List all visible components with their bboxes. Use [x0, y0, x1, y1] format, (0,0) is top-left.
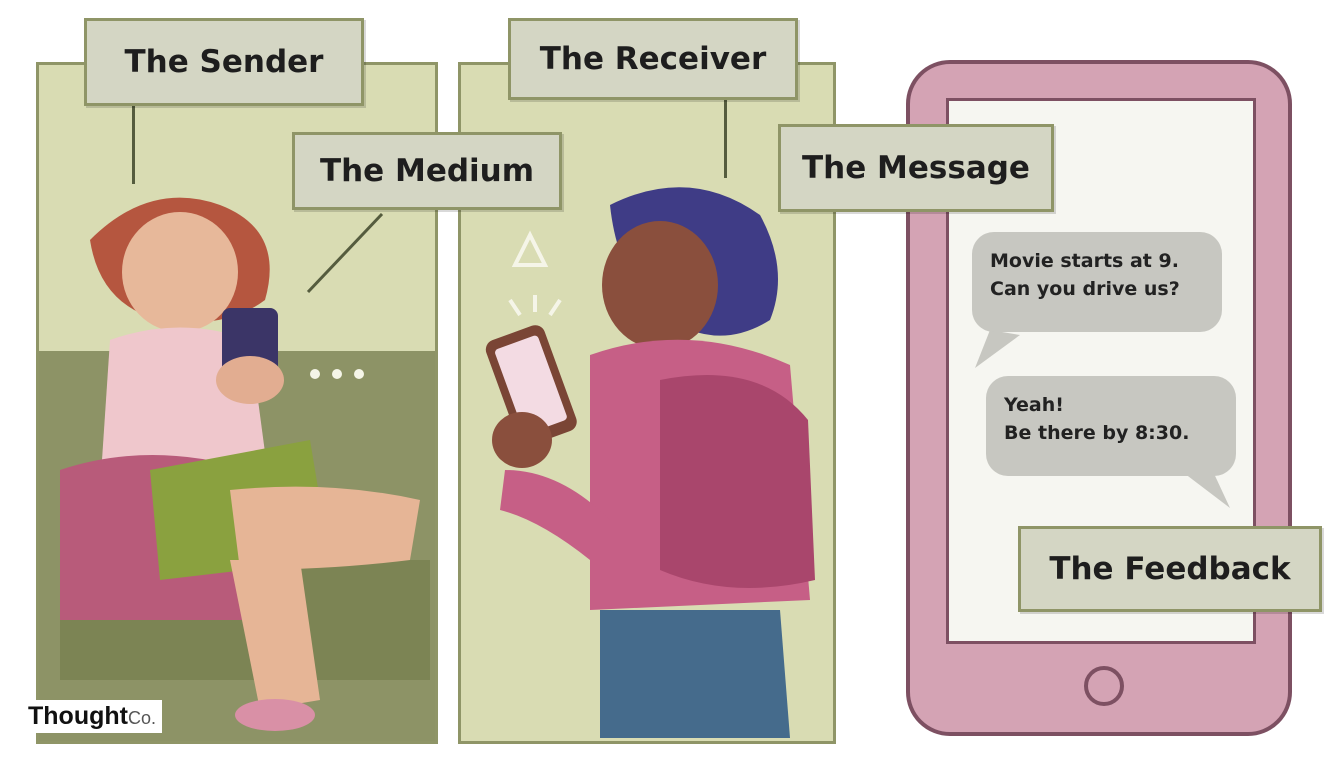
message-bubble-sent: Movie starts at 9. Can you drive us? [972, 232, 1222, 332]
message-line: Be there by 8:30. [1004, 420, 1218, 448]
feedback-label: The Feedback [1018, 526, 1322, 612]
medium-label: The Medium [292, 132, 562, 210]
logo-suffix-text: Co. [128, 708, 156, 728]
message-line: Movie starts at 9. [990, 248, 1204, 276]
message-line: Yeah! [1004, 392, 1218, 420]
receiver-figure [483, 187, 815, 738]
message-label: The Message [778, 124, 1054, 212]
medium-pointer-line [308, 214, 382, 292]
message-bubble-reply: Yeah! Be there by 8:30. [986, 376, 1236, 476]
sender-pointer-line [132, 104, 135, 184]
receiver-label: The Receiver [508, 18, 798, 100]
bubble-tail-1 [975, 330, 1020, 368]
receiver-pointer-line [724, 96, 727, 178]
thoughtco-logo: ThoughtCo. [22, 700, 162, 733]
sender-figure [60, 198, 430, 731]
sender-label: The Sender [84, 18, 364, 106]
message-line: Can you drive us? [990, 276, 1204, 304]
logo-main-text: Thought [28, 702, 128, 730]
